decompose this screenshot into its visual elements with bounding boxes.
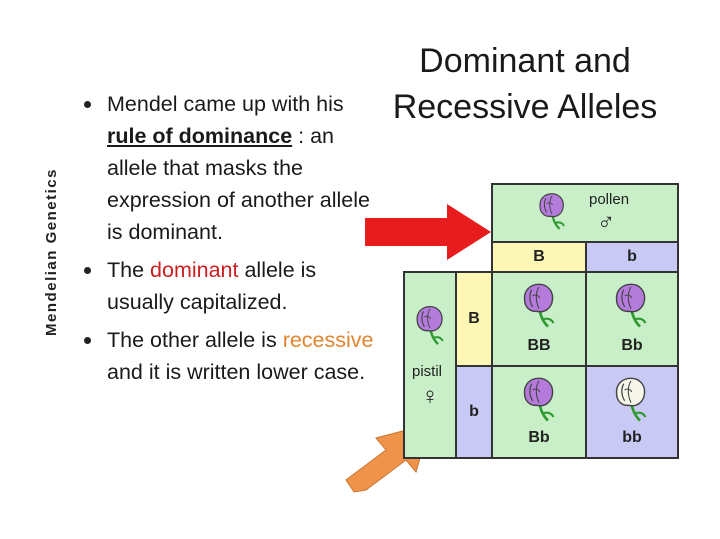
pollen-header: pollen ♂ — [491, 183, 679, 243]
female-symbol-icon: ♀ — [421, 383, 439, 410]
bullet-text: : an allele that masks the expression of… — [107, 124, 370, 244]
pistil-header: pistil ♀ — [403, 271, 457, 459]
purple-flower-icon — [613, 281, 649, 329]
purple-flower-icon — [521, 375, 557, 423]
purple-flower-icon — [414, 303, 446, 347]
genotype-label: BB — [527, 337, 551, 354]
dominant-term: dominant — [150, 258, 239, 282]
purple-flower-icon — [521, 281, 557, 329]
bullet-text: allele is usually capitalized. — [107, 258, 317, 314]
bullet-text: The — [107, 258, 151, 282]
offspring-cell-BB: BB — [491, 271, 587, 367]
genotype-label: Bb — [528, 429, 550, 446]
row-allele-recessive: b — [455, 365, 493, 459]
bullet-rule-of-dominance: Mendel came up with his rule of dominanc… — [80, 88, 380, 248]
slide-title: Dominant and Recessive Alleles — [392, 42, 658, 126]
offspring-cell-Bb-top: Bb — [585, 271, 679, 367]
male-symbol-icon: ♂ — [597, 209, 615, 236]
red-arrow-icon — [365, 204, 491, 260]
side-label: Mendelian Genetics — [43, 168, 60, 336]
pistil-label: pistil — [412, 363, 443, 380]
white-flower-icon — [613, 375, 649, 423]
genotype-label: Bb — [621, 337, 643, 354]
bullet-text: Mendel came up with his — [107, 92, 344, 116]
bullet-dominant: The dominant allele is usually capitaliz… — [80, 254, 380, 318]
rule-of-dominance-term: rule of dominance — [107, 124, 293, 148]
offspring-cell-Bb-bottom: Bb — [491, 365, 587, 459]
recessive-term: recessive — [282, 328, 374, 352]
col-allele-recessive: b — [585, 241, 679, 273]
bullet-text: and it is written lower case. — [107, 360, 366, 384]
bullet-recessive: The other allele is recessive and it is … — [80, 324, 380, 388]
offspring-cell-bb: bb — [585, 365, 679, 459]
purple-flower-icon — [537, 191, 567, 231]
bullet-list: Mendel came up with his rule of dominanc… — [80, 88, 380, 394]
col-allele-dominant: B — [491, 241, 587, 273]
bullet-text: The other allele is — [107, 328, 283, 352]
genotype-label: bb — [622, 429, 642, 446]
pollen-label: pollen — [589, 191, 630, 208]
row-allele-dominant: B — [455, 271, 493, 367]
